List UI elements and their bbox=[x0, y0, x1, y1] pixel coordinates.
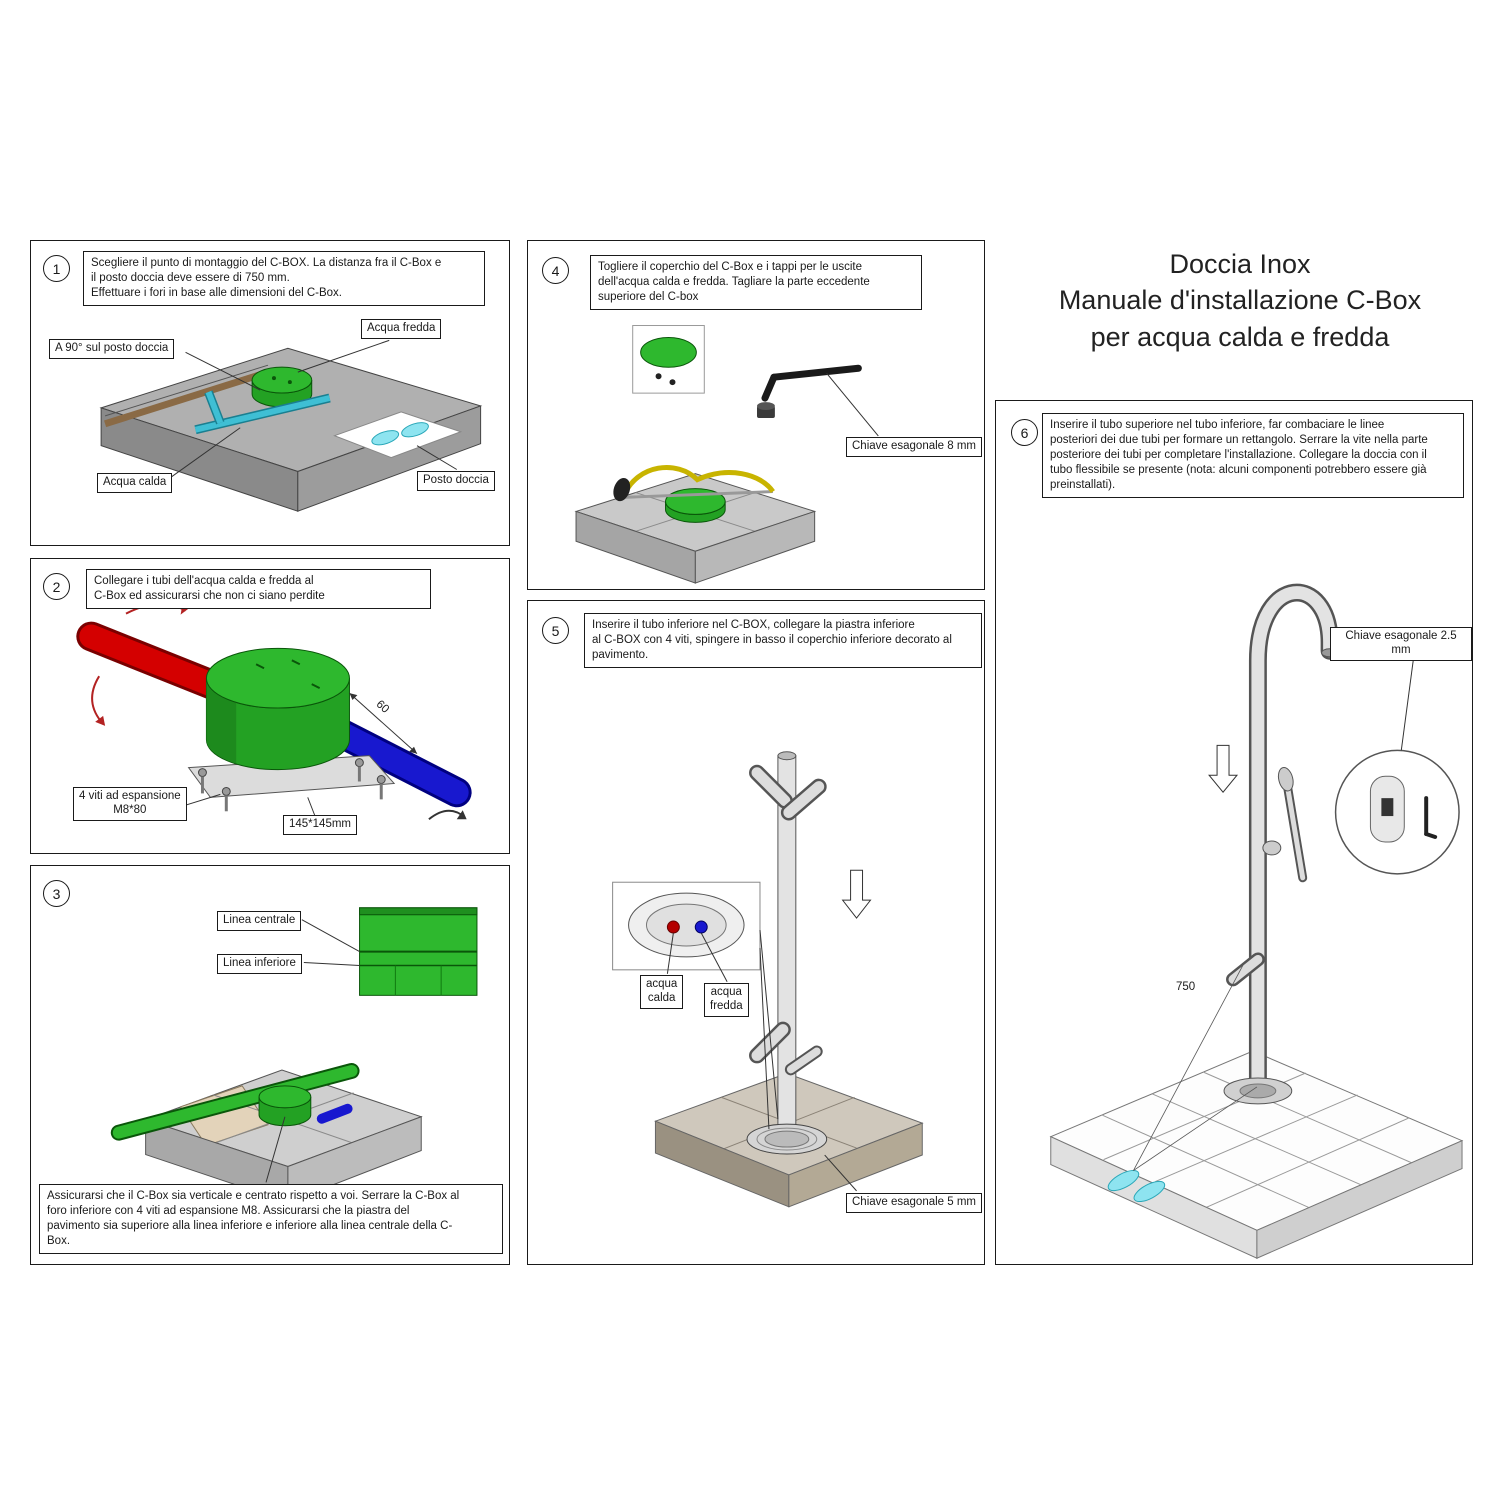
step-2-number: 2 bbox=[43, 573, 70, 600]
cbox-front-view bbox=[359, 907, 478, 996]
step-3-drawing bbox=[110, 907, 478, 1204]
step-5-panel: 5 Inserire il tubo inferiore nel C-BOX, … bbox=[527, 600, 985, 1265]
label-chiave-5mm: Chiave esagonale 5 mm bbox=[846, 1193, 983, 1213]
shower-column bbox=[1226, 583, 1339, 1098]
label-acqua-fredda-5: acqua fredda bbox=[704, 983, 749, 1017]
step-4-instruction: Togliere il coperchio del C-Box e i tapp… bbox=[590, 255, 922, 310]
step-4-number: 4 bbox=[542, 257, 569, 284]
detail-circle-inset bbox=[1334, 749, 1460, 875]
cbox-cover bbox=[632, 325, 705, 394]
label-angle-90: A 90° sul posto doccia bbox=[49, 339, 175, 359]
leader-lines bbox=[826, 372, 879, 437]
down-arrow bbox=[841, 869, 872, 919]
step-2-drawing bbox=[76, 602, 472, 821]
label-acqua-calda-5: acqua calda bbox=[640, 975, 684, 1009]
label-expansion-screws: 4 viti ad espansione M8*80 bbox=[73, 787, 187, 821]
saw-cutting-scene bbox=[574, 465, 817, 584]
step-1-panel: 1 Scegliere il punto di montaggio del C-… bbox=[30, 240, 510, 546]
label-linea-centrale: Linea centrale bbox=[217, 911, 302, 931]
cbox-body bbox=[205, 647, 350, 771]
down-arrow bbox=[1208, 744, 1239, 793]
step-1-number: 1 bbox=[43, 255, 70, 282]
floor-flange bbox=[746, 1123, 828, 1155]
leader-lines bbox=[170, 339, 458, 478]
step-6-panel: 6 Inserire il tubo superiore nel tubo in… bbox=[995, 400, 1473, 1265]
cbox-top bbox=[251, 366, 313, 408]
label-acqua-calda: Acqua calda bbox=[97, 473, 173, 493]
step-6-instruction: Inserire il tubo superiore nel tubo infe… bbox=[1042, 413, 1464, 498]
step-3-panel: 3 Linea centrale Linea inferiore Assicur… bbox=[30, 865, 510, 1265]
dimension-750-text: 750 bbox=[1176, 981, 1196, 993]
title-line-1: Doccia Inox bbox=[1169, 249, 1311, 279]
step-3-number: 3 bbox=[43, 880, 70, 907]
step-6-number: 6 bbox=[1011, 419, 1038, 446]
step-2-panel: 2 Collegare i tubi dell'acqua calda e fr… bbox=[30, 558, 510, 854]
hot-pipe bbox=[76, 602, 231, 726]
step-4-drawing bbox=[574, 325, 879, 584]
leader-lines bbox=[178, 793, 316, 816]
label-plate-size: 145*145mm bbox=[283, 815, 358, 835]
cold-pipe bbox=[319, 714, 472, 821]
level-beam bbox=[110, 1063, 360, 1141]
label-chiave-8mm: Chiave esagonale 8 mm bbox=[846, 437, 983, 457]
cbox-on-floor bbox=[258, 1085, 353, 1127]
leader-lines bbox=[666, 929, 857, 1192]
step-5-instruction: Inserire il tubo inferiore nel C-BOX, co… bbox=[584, 613, 982, 668]
shower-mat bbox=[333, 411, 463, 459]
title-line-2: Manuale d'installazione C-Box bbox=[1058, 285, 1422, 316]
plate-inset bbox=[612, 881, 761, 971]
step-5-number: 5 bbox=[542, 617, 569, 644]
dimension-60 bbox=[349, 692, 418, 755]
square-tool bbox=[194, 390, 331, 435]
dimension-lines bbox=[1133, 961, 1258, 1171]
step-3-instruction: Assicurarsi che il C-Box sia verticale e… bbox=[39, 1184, 503, 1254]
hand-shower-wand bbox=[1277, 767, 1308, 883]
step-1-drawing bbox=[99, 339, 483, 512]
feet-marks bbox=[1107, 1169, 1166, 1203]
allen-key-8mm bbox=[756, 364, 862, 418]
label-acqua-fredda: Acqua fredda bbox=[361, 319, 442, 339]
title-line-3: per acqua calda e fredda bbox=[1090, 321, 1390, 352]
manual-title: Doccia Inox Manuale d'installazione C-Bo… bbox=[1015, 246, 1465, 355]
base-plate bbox=[187, 755, 396, 812]
step-6-drawing bbox=[1049, 583, 1464, 1259]
label-linea-inferiore: Linea inferiore bbox=[217, 954, 302, 974]
floor-flange bbox=[1223, 1077, 1293, 1105]
label-chiave-2-5mm: Chiave esagonale 2.5 mm bbox=[1330, 627, 1472, 661]
step-2-instruction: Collegare i tubi dell'acqua calda e fred… bbox=[86, 569, 431, 609]
lower-tube bbox=[749, 751, 827, 1145]
label-posto-doccia: Posto doccia bbox=[417, 471, 495, 491]
leader-lines bbox=[265, 919, 360, 1183]
step-4-panel: 4 Togliere il coperchio del C-Box e i ta… bbox=[527, 240, 985, 590]
step-1-instruction: Scegliere il punto di montaggio del C-BO… bbox=[83, 251, 485, 306]
leader-lines bbox=[1400, 652, 1415, 751]
step-5-drawing bbox=[612, 751, 924, 1208]
